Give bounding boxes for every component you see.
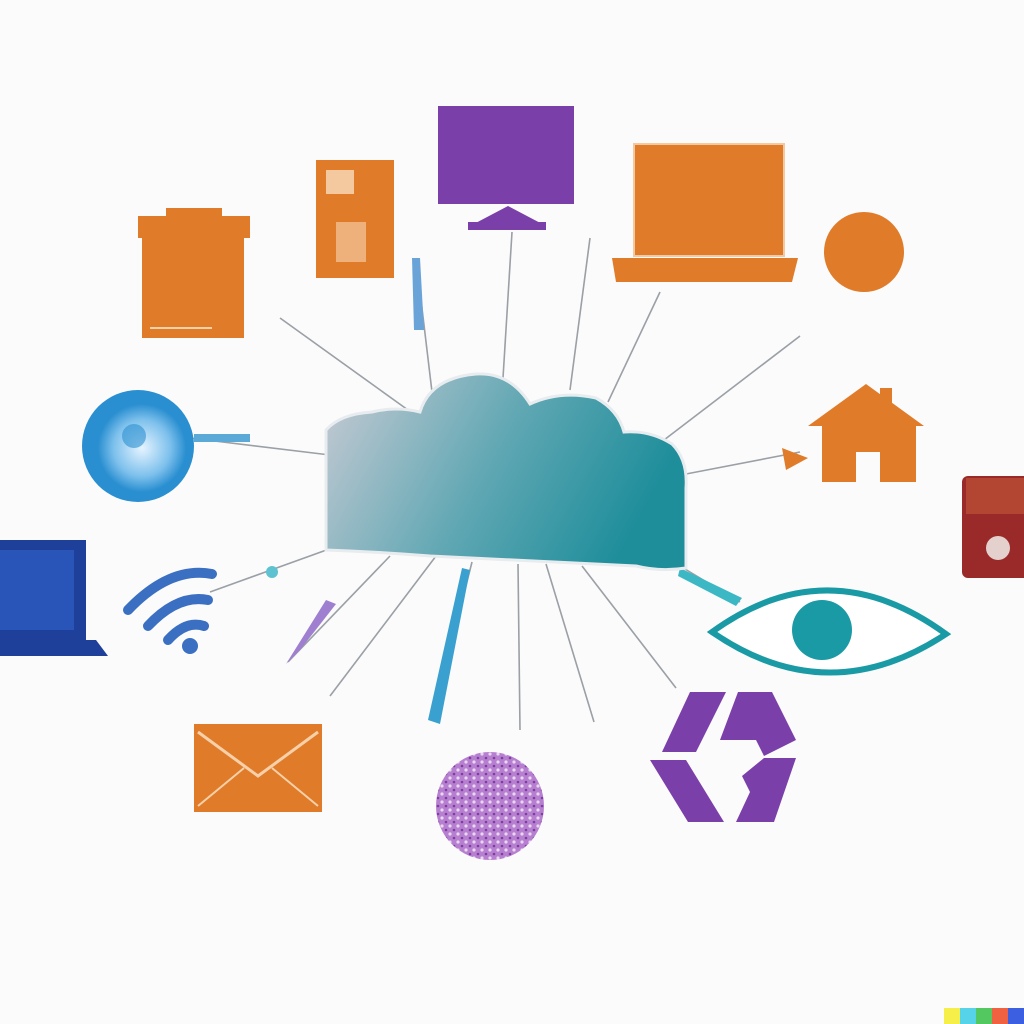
connector-line <box>279 317 409 411</box>
connector-accent <box>678 568 742 606</box>
wallet-icon <box>962 476 1024 578</box>
connector-line <box>545 563 595 723</box>
connector-accent <box>412 258 424 330</box>
connector-line <box>663 335 801 441</box>
monitor-icon <box>438 106 574 230</box>
connector-line <box>329 555 437 697</box>
id-card-icon <box>316 160 394 278</box>
globe-icon <box>82 390 194 502</box>
watermark-swatch <box>1008 1008 1024 1024</box>
connector-accent <box>782 448 808 470</box>
circle-icon <box>824 212 904 292</box>
connector-accent <box>194 434 250 442</box>
connector-line <box>685 451 801 475</box>
watermark-swatch <box>944 1008 960 1024</box>
laptop-icon <box>0 540 108 656</box>
hexagon-arrows-icon <box>650 692 796 822</box>
connector-accent <box>428 568 470 724</box>
cloud-icon <box>324 372 688 572</box>
watermark-swatch <box>992 1008 1008 1024</box>
wifi-icon <box>123 567 217 654</box>
document-box-icon <box>138 208 250 338</box>
eye-icon <box>706 587 952 676</box>
watermark-swatch <box>960 1008 976 1024</box>
connector-line <box>502 231 513 379</box>
watermark-strip <box>944 1008 1024 1024</box>
connector-accents <box>194 258 808 724</box>
envelope-icon <box>194 724 322 812</box>
connector-line <box>517 563 521 731</box>
connector-line <box>607 291 661 403</box>
connector-line <box>581 565 677 689</box>
laptop-icon <box>612 143 798 282</box>
connector-line <box>569 237 591 391</box>
sphere-icon <box>436 752 544 860</box>
connector-accent <box>266 566 278 578</box>
watermark-swatch <box>976 1008 992 1024</box>
connector-line <box>287 555 391 663</box>
house-icon <box>808 384 924 482</box>
connector-accent <box>286 600 336 664</box>
